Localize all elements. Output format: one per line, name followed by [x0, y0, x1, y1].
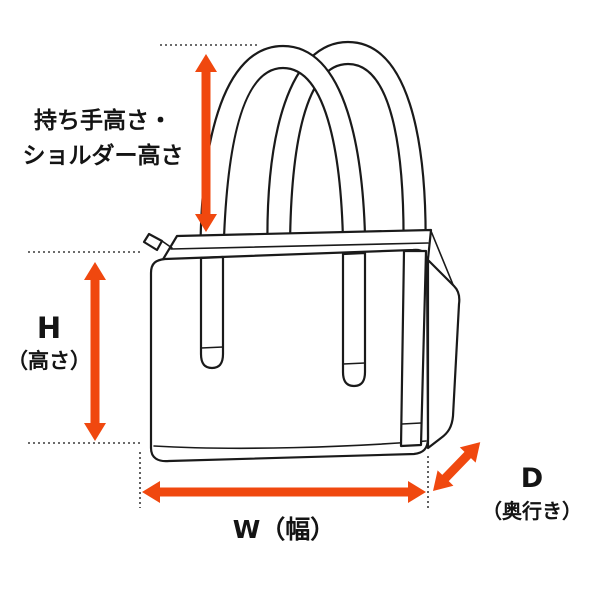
- dimension-arrows: [84, 54, 481, 503]
- depth-symbol: D: [520, 463, 544, 494]
- depth-label: D （奥行き）: [470, 462, 594, 526]
- bag-zipper-pull: [142, 232, 164, 252]
- bag-strap-far-right: [399, 249, 428, 448]
- bag-front-face: [149, 248, 430, 463]
- bag-strap-right-stitch: [342, 362, 366, 365]
- width-arrow: [142, 481, 426, 503]
- bag-strap-left-stitch: [200, 346, 224, 349]
- width-label: W（幅）: [232, 515, 336, 544]
- handle-height-label-line2: ショルダー高さ: [22, 143, 184, 169]
- height-label: H （高さ）: [2, 310, 96, 376]
- bag-back-corner-line: [430, 230, 455, 288]
- height-unit: （高さ）: [7, 349, 91, 373]
- depth-unit: （奥行き）: [482, 499, 582, 523]
- bag-strap-left: [199, 255, 225, 370]
- guide-lines: [28, 44, 429, 508]
- handle-height-arrow: [195, 54, 217, 232]
- height-symbol: H: [36, 311, 62, 345]
- handle-height-label: 持ち手高さ・ ショルダー高さ: [6, 104, 200, 174]
- bag-outline: [142, 40, 461, 463]
- bag-side-face: [426, 258, 461, 450]
- bag-zipper-line: [170, 242, 429, 250]
- depth-arrow: [433, 442, 481, 491]
- bag-zipper-string: [161, 240, 173, 249]
- height-arrow: [84, 262, 106, 441]
- handle-height-label-line1: 持ち手高さ・: [34, 108, 172, 134]
- bag-bottom-seam: [153, 440, 427, 450]
- bag-strap-right: [341, 251, 367, 388]
- bag-strap-far-right-stitch: [401, 422, 422, 425]
